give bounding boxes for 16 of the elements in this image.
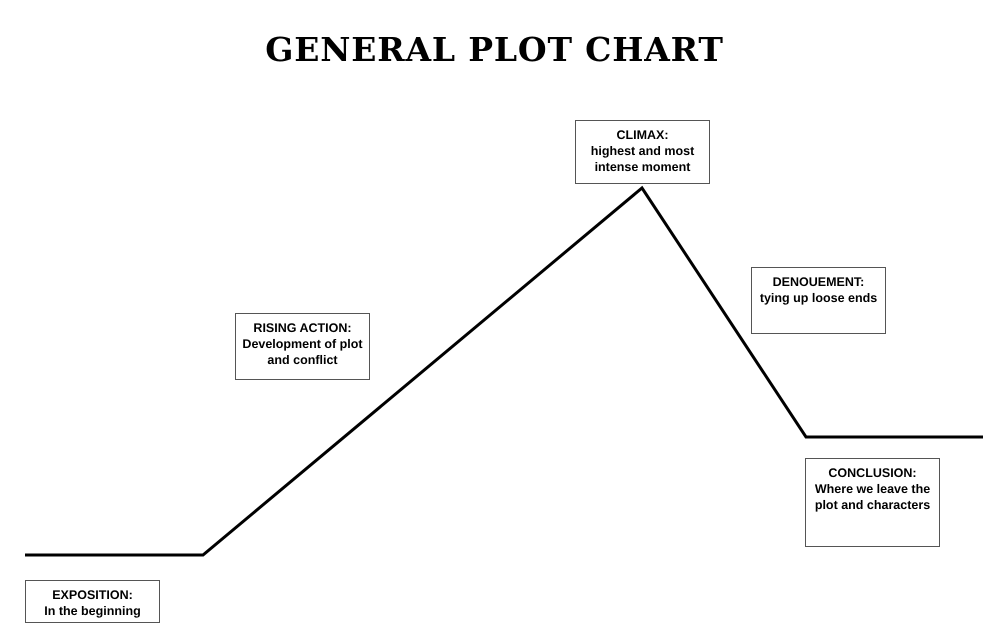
plot-stage-box: [575, 120, 710, 184]
stage-heading: CLIMAX:: [616, 127, 669, 143]
stage-description: highest and most intense moment: [590, 143, 696, 175]
stage-description: Where we leave the plot and characters: [814, 481, 932, 513]
stage-heading: EXPOSITION:: [52, 587, 133, 603]
stage-heading: DENOUEMENT:: [772, 274, 864, 290]
plot-stage-box: [751, 267, 886, 334]
stage-heading: RISING ACTION:: [253, 320, 352, 336]
stage-description: In the beginning: [44, 603, 141, 619]
stage-description: Development of plot and conflict: [241, 336, 364, 368]
plot-stage-box: [25, 580, 160, 623]
plot-stage-box: [235, 313, 370, 380]
plot-stage-box: [805, 458, 940, 547]
chart-title: GENERAL PLOT CHART: [265, 30, 724, 70]
stage-heading: CONCLUSION:: [828, 465, 917, 481]
stage-description: tying up loose ends: [760, 290, 878, 306]
